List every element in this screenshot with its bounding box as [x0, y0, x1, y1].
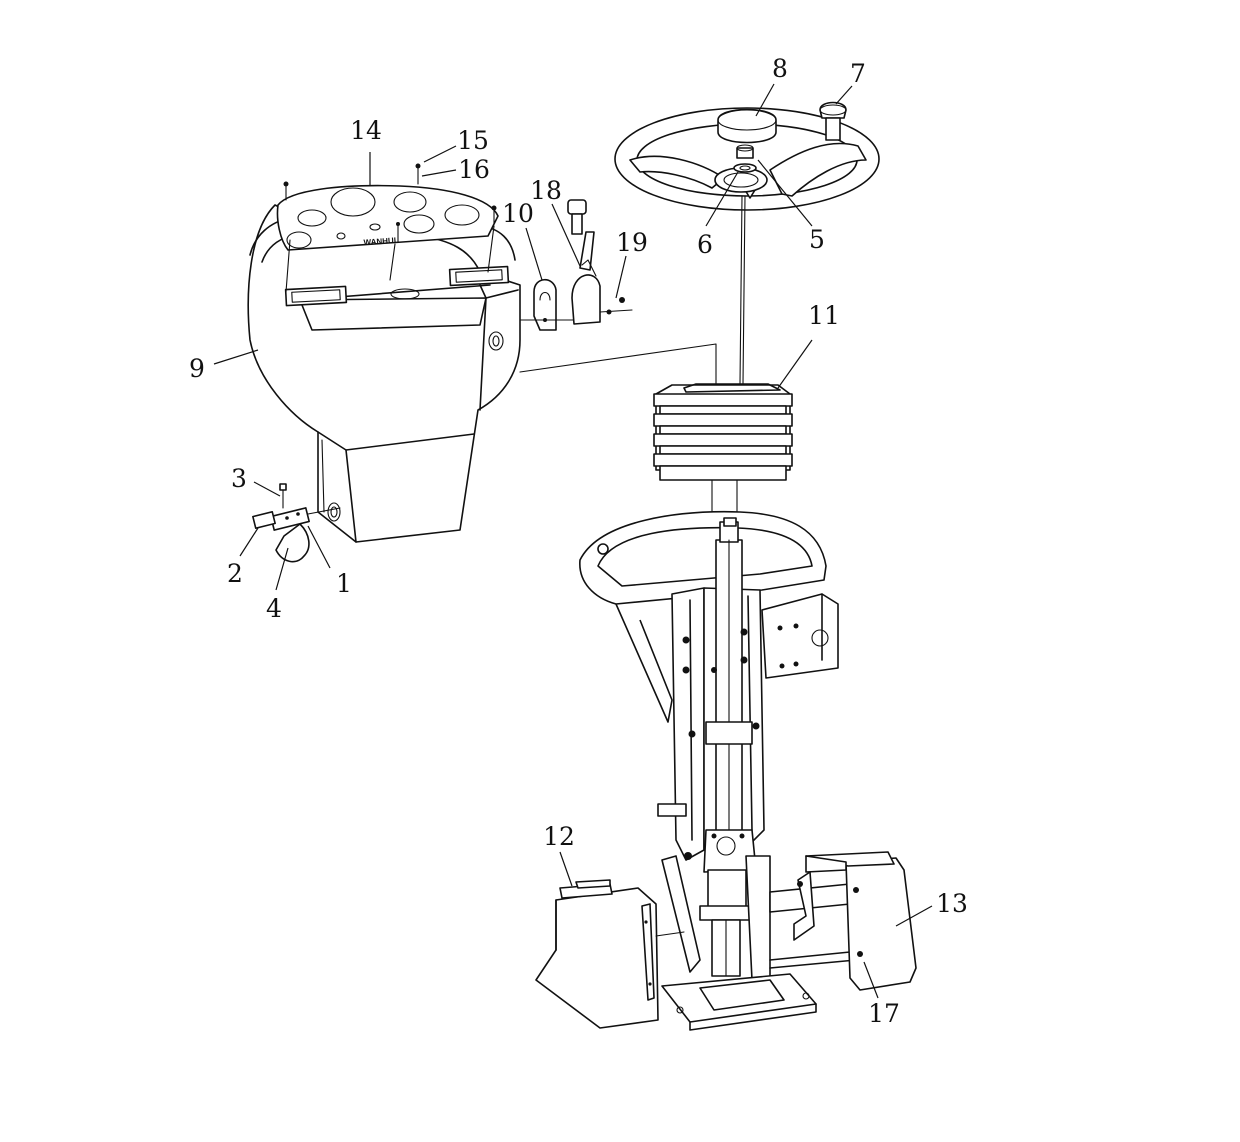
- callout-5: 5: [809, 225, 825, 254]
- gauge-cover-panel: WANHUI: [276, 163, 499, 293]
- steering-column-frame: [579, 510, 857, 1031]
- callout-13: 13: [936, 889, 968, 918]
- bellows-boot: [653, 383, 793, 521]
- callout-18: 18: [530, 176, 562, 205]
- leader-lines: [213, 83, 933, 999]
- callout-12: 12: [543, 822, 575, 851]
- callout-2: 2: [227, 559, 243, 588]
- callout-9: 9: [189, 354, 205, 383]
- right-floor-cover: [793, 851, 917, 991]
- callout-16: 16: [458, 155, 490, 184]
- dashboard-console: [247, 204, 717, 543]
- callout-8: 8: [772, 54, 788, 83]
- console-marking: WANHUI: [363, 236, 396, 247]
- callout-19: 19: [616, 228, 648, 257]
- left-floor-cover: [535, 879, 685, 1029]
- callout-labels: 1 2 3 4 5 6 7 8 9 10 11 12 13 14 15 16 1…: [189, 54, 968, 1028]
- callout-1: 1: [336, 569, 352, 598]
- callout-6: 6: [697, 230, 713, 259]
- callout-10: 10: [502, 199, 534, 228]
- callout-11: 11: [808, 301, 840, 330]
- callout-4: 4: [266, 594, 282, 623]
- callout-15: 15: [457, 126, 489, 155]
- callout-7: 7: [850, 59, 866, 88]
- hand-throttle-lever: [567, 199, 633, 325]
- callout-14: 14: [350, 116, 382, 145]
- callout-3: 3: [231, 464, 247, 493]
- steering-wheel: [614, 101, 880, 385]
- callout-17: 17: [868, 999, 900, 1028]
- switch-assembly: [252, 483, 341, 563]
